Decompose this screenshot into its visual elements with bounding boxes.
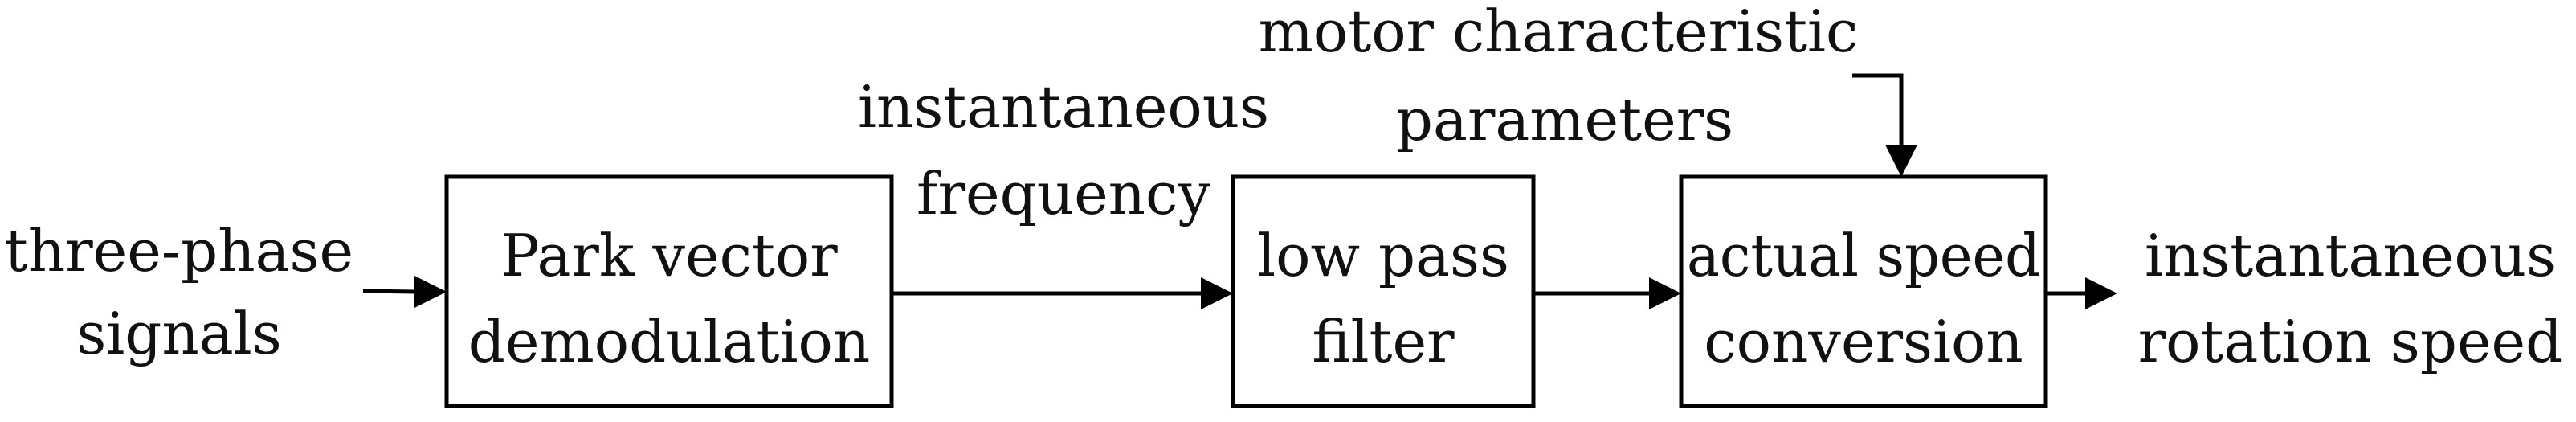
lpf-block-label-line2: filter [1312,308,1455,375]
motor-label-line1: motor characteristic [1259,0,1859,65]
frequency-arrowhead [1201,277,1233,309]
filtered-arrowhead [1649,277,1681,309]
input-label-line2: signals [76,300,281,367]
output-arrowhead [2085,277,2117,309]
frequency-label-line1: instantaneous [858,73,1269,141]
park-block-label-line2: demodulation [468,308,870,375]
lpf-block-label-line1: low pass [1257,222,1509,289]
park-vector-demodulation-block [444,174,894,408]
conversion-block-label-line2: conversion [1704,308,2023,375]
park-block-label-line1: Park vector [500,222,838,289]
motor-parameters-arrowhead [1885,145,1917,177]
output-label-line2: rotation speed [2138,308,2563,375]
input-label-line1: three-phase [5,217,353,285]
input-arrowhead [414,276,447,308]
conversion-block-label-line1: actual speed [1687,222,2040,289]
frequency-label-line2: frequency [917,160,1210,227]
input-arrow-line [362,289,417,294]
motor-label-line2: parameters [1396,86,1733,154]
output-label-line1: instantaneous [2145,222,2556,289]
low-pass-filter-block [1231,174,1536,408]
motor-parameters-arrow-line [1852,73,1904,149]
actual-speed-conversion-block [1679,174,2048,408]
